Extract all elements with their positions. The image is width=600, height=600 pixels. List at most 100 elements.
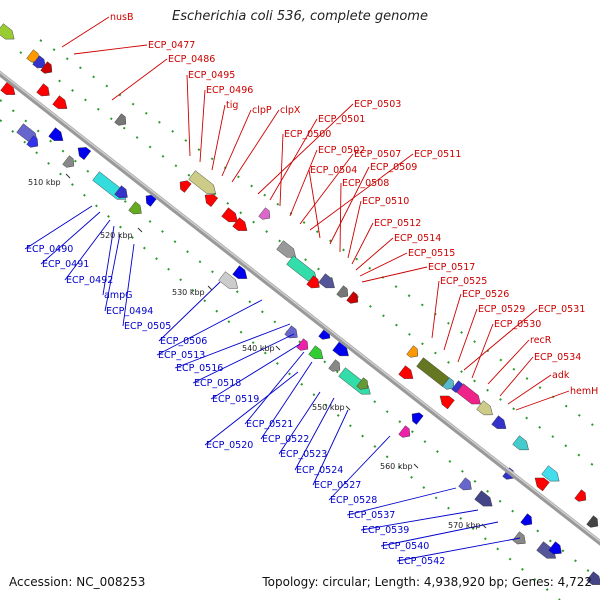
inner-gene-21 [458,477,472,491]
outer-gene-18 [336,285,349,298]
upper-label-23: ECP_0526 [462,289,509,300]
lower-label-8-leader [174,323,291,369]
upper-label-23-leader [443,293,462,351]
outer-gene-9 [188,170,216,194]
lower-label-20-leader [380,521,499,547]
upper-label-7: clpX [280,105,301,116]
inner-gene-9 [218,271,239,289]
outer-gene-14 [276,240,297,258]
outer-gene-5 [36,83,50,97]
tick-label-6: 570 kbp [448,521,481,530]
outer-gene-17 [318,273,335,289]
topology-summary: Topology: circular; Length: 4,938,920 bp… [262,575,592,589]
upper-label-14-leader [308,169,321,239]
upper-label-15: ECP_0509 [370,162,417,173]
outer-gene-27 [476,400,493,416]
upper-label-28-leader [499,356,534,397]
outer-gene-26 [456,383,481,405]
upper-label-30: hemH [570,386,598,397]
inner-gene-28 [586,571,600,585]
lower-label-21: ECP_0542 [398,556,445,567]
tick-mark-0 [65,173,71,179]
inner-gene-16 [328,359,341,372]
upper-label-17-leader [347,200,362,259]
upper-label-17: ECP_0510 [362,196,409,207]
lane-outer-1 [19,51,600,471]
upper-label-16-leader [339,182,342,253]
lower-label-9-leader [192,333,295,384]
upper-label-2-leader [111,58,168,101]
tick-mark-5 [413,463,419,469]
upper-label-25: ECP_0531 [538,304,585,315]
tick-mark-3 [275,345,281,351]
upper-label-2: ECP_0486 [168,54,215,65]
outer-gene-31 [541,465,560,482]
lower-label-11: ECP_0521 [246,419,293,430]
lower-label-3-leader [102,225,115,296]
upper-label-0-leader [61,16,110,48]
inner-gene-27 [548,541,562,555]
lower-label-21-leader [396,537,521,562]
upper-label-27-leader [487,339,530,385]
lower-label-1-leader [40,211,101,265]
upper-label-26: ECP_0530 [494,319,541,330]
outer-gene-13 [258,207,271,220]
outer-gene-8 [179,180,192,193]
lower-label-5-leader [122,243,135,327]
upper-label-25-leader [463,308,538,371]
outer-gene-0 [0,23,15,40]
lower-label-11-leader [244,351,305,425]
outer-gene-22 [398,365,414,379]
lower-label-12: ECP_0522 [262,434,309,445]
lower-label-13-leader [204,371,299,446]
outer-gene-19 [346,291,359,304]
outer-gene-2 [32,55,46,69]
upper-label-6-leader [221,109,252,177]
upper-label-1-leader [73,44,148,55]
upper-label-9: ECP_0501 [318,114,365,125]
upper-label-29-leader [507,374,552,405]
outer-gene-24 [442,377,455,390]
upper-label-16: ECP_0508 [342,178,389,189]
upper-label-21: ECP_0517 [428,262,475,273]
tick-label-3: 540 kbp [242,344,275,353]
upper-label-3: ECP_0495 [188,70,235,81]
lower-label-15-leader [294,397,335,471]
lower-label-7-leader [156,299,263,356]
upper-label-12-leader [299,153,354,225]
upper-label-18: ECP_0512 [374,218,421,229]
outer-gene-7 [114,113,127,126]
outer-gene-6 [52,95,68,109]
lower-label-9: ECP_0518 [194,378,241,389]
inner-gene-25 [512,531,526,545]
lower-label-19-leader [360,509,479,531]
outer-gene-20 [406,345,419,358]
lower-label-19: ECP_0539 [362,525,409,536]
upper-label-15-leader [329,166,370,245]
inner-gene-24 [520,513,533,526]
lower-label-6: ECP_0506 [160,336,207,347]
upper-label-9-leader [269,118,318,201]
upper-label-21-leader [361,266,428,283]
upper-label-4-leader [199,89,206,163]
outer-gene-23 [439,395,455,410]
lower-label-18: ECP_0537 [348,510,395,521]
lower-label-14-leader [278,391,321,455]
upper-label-7-leader [231,109,280,183]
tick-label-0: 510 kbp [28,178,61,187]
upper-label-19-leader [355,237,394,271]
upper-label-6: clpP [252,105,272,116]
outer-gene-32 [574,489,587,502]
tick-mark-2 [207,285,213,291]
lower-label-6-leader [158,281,221,342]
accession-text: Accession: NC_008253 [9,575,146,589]
lower-label-13: ECP_0520 [206,440,253,451]
lower-label-15: ECP_0524 [296,465,343,476]
lower-label-3: ampG [104,290,132,301]
inner-gene-1 [26,135,39,148]
outer-gene-28 [491,415,507,429]
inner-gene-19 [398,425,411,438]
outer-gene-16 [306,275,320,289]
tick-label-1: 520 kbp [100,231,133,240]
